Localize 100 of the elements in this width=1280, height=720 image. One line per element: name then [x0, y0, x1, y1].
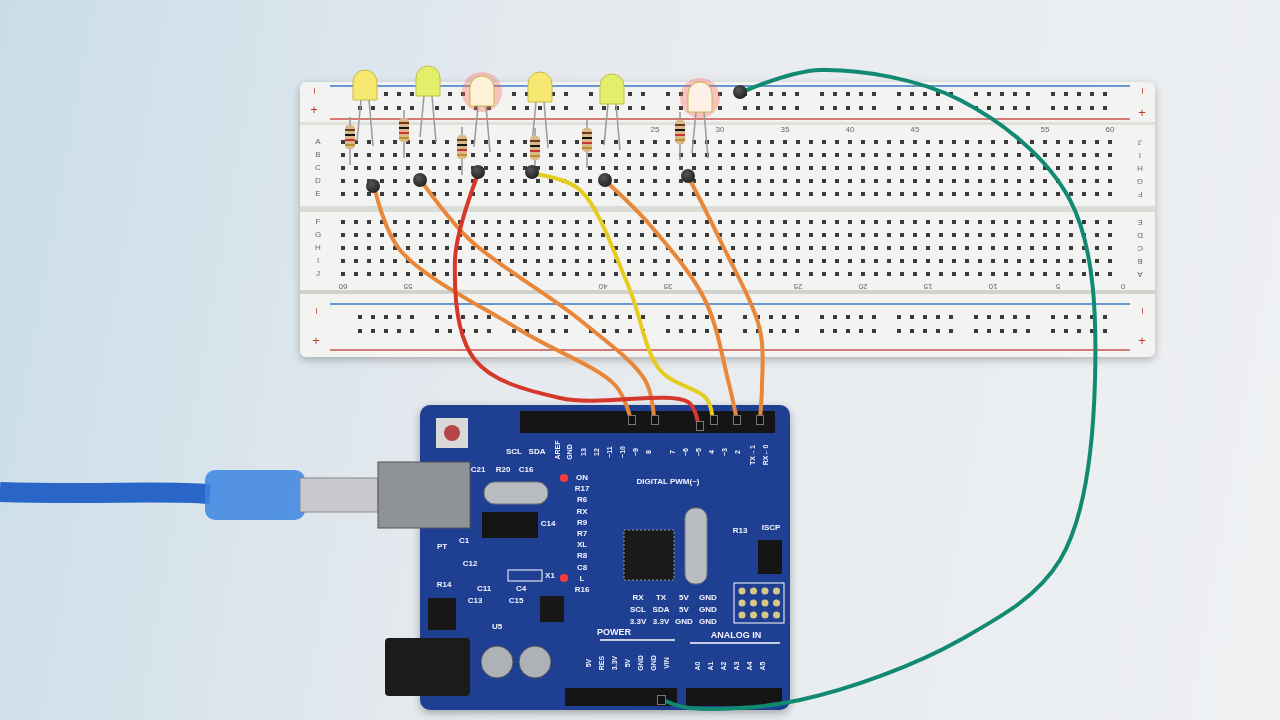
- breadboard-marking: I: [1138, 151, 1142, 159]
- breadboard-marking: 30: [715, 126, 725, 134]
- breadboard-marking: F: [315, 218, 321, 226]
- board-marking: ON: [576, 474, 588, 482]
- jumper-wire: [373, 190, 632, 417]
- header-pin: [628, 415, 636, 425]
- board-marking: SCL: [630, 606, 646, 614]
- board-marking: XL: [576, 541, 588, 550]
- board-marking: R6: [576, 496, 588, 505]
- breadboard-marking: 0: [1120, 282, 1126, 290]
- board-marking: TX: [655, 594, 667, 602]
- breadboard-marking: B: [1137, 257, 1143, 265]
- breadboard-marking: J: [316, 270, 320, 278]
- breadboard-marking: E: [1137, 218, 1143, 226]
- breadboard-marking: −: [1136, 87, 1148, 95]
- header-pin: [651, 415, 659, 425]
- breadboard-marking: C: [1137, 244, 1143, 252]
- board-marking: C14: [540, 520, 556, 528]
- breadboard-marking: 5: [1055, 282, 1061, 290]
- wire-plug: [525, 165, 539, 179]
- breadboard-marking: +: [312, 333, 320, 347]
- board-marking: GND: [675, 618, 693, 626]
- breadboard-marking: 35: [780, 126, 790, 134]
- board-marking: R13: [732, 527, 748, 535]
- board-marking: L: [579, 574, 585, 583]
- board-marking: X1: [545, 572, 555, 580]
- board-marking: R20: [495, 466, 511, 474]
- breadboard-marking: 45: [910, 126, 920, 134]
- breadboard-marking: 40: [598, 282, 608, 290]
- breadboard-marking: H: [315, 244, 321, 252]
- board-marking: GND: [699, 618, 717, 626]
- board-marking: C8: [576, 563, 588, 572]
- board-marking: C12: [462, 560, 478, 568]
- microcontroller-board: [420, 405, 790, 710]
- board-marking: PT: [436, 543, 448, 551]
- breadboard-marking: A: [1137, 270, 1143, 278]
- header-pin: [733, 415, 741, 425]
- breadboard-marking: −: [310, 307, 322, 315]
- breadboard-marking: 25: [793, 282, 803, 290]
- breadboard-marking: 35: [663, 282, 673, 290]
- breadboard-marking: 20: [858, 282, 868, 290]
- jumper-wire: [422, 183, 656, 417]
- breadboard-marking: B: [315, 151, 321, 159]
- jumper-wire: [607, 182, 738, 417]
- breadboard-marking: J: [1138, 138, 1142, 146]
- board-marking: SDA: [652, 606, 670, 614]
- board-marking: GND: [699, 594, 717, 602]
- breadboard-marking: D: [315, 177, 321, 185]
- breadboard-marking: +: [310, 102, 318, 116]
- board-marking: DIGITAL PWM(~): [636, 478, 700, 486]
- breadboard-marking: −: [1136, 307, 1148, 315]
- board-marking: GND: [699, 606, 717, 614]
- breadboard-marking: E: [315, 190, 321, 198]
- board-marking: 5V: [679, 594, 689, 602]
- board-marking: SDA: [528, 448, 546, 456]
- breadboard-marking: 15: [923, 282, 933, 290]
- header-pin: [696, 421, 704, 431]
- wire-plug: [681, 169, 695, 183]
- wire-plug: [598, 173, 612, 187]
- header-pin: [710, 415, 718, 425]
- board-marking: ISCP: [761, 524, 781, 532]
- jumper-wire: [452, 176, 700, 423]
- breadboard-marking: H: [1137, 164, 1143, 172]
- breadboard-marking: 25: [650, 126, 660, 134]
- breadboard-marking: 40: [845, 126, 855, 134]
- board-marking: C15: [508, 597, 524, 605]
- breadboard-marking: 55: [1040, 126, 1050, 134]
- breadboard: [300, 82, 1155, 357]
- board-marking: SCL: [506, 448, 522, 456]
- board-marking: R7: [576, 530, 588, 538]
- header-pin: [756, 415, 764, 425]
- breadboard-marking: 55: [403, 282, 413, 290]
- breadboard-marking: +: [1138, 105, 1146, 119]
- board-marking: C21: [470, 466, 486, 474]
- jumper-wire: [689, 180, 765, 417]
- wire-plug: [733, 85, 747, 99]
- breadboard-marking: −: [308, 87, 320, 95]
- board-marking: R8: [576, 552, 588, 561]
- board-marking: 5V: [679, 606, 689, 614]
- board-marking: R14: [436, 581, 452, 589]
- board-marking: R16: [574, 586, 590, 594]
- breadboard-marking: 60: [338, 282, 348, 290]
- breadboard-marking: D: [1137, 231, 1143, 239]
- breadboard-marking: C: [315, 164, 321, 172]
- board-marking: R9: [576, 518, 588, 527]
- jumper-wire: [536, 172, 715, 417]
- board-marking: C16: [518, 466, 534, 474]
- board-marking: C1: [458, 537, 470, 545]
- board-marking: C11: [476, 585, 492, 593]
- header-pin: [657, 695, 666, 705]
- board-marking: 3.3V: [652, 618, 670, 626]
- wire-plug: [413, 173, 427, 187]
- breadboard-marking: G: [314, 231, 322, 239]
- breadboard-marking: G: [1136, 177, 1144, 185]
- wire-plug: [366, 179, 380, 193]
- breadboard-marking: +: [1138, 333, 1146, 347]
- breadboard-marking: I: [316, 257, 320, 265]
- breadboard-marking: F: [1137, 190, 1143, 198]
- board-marking: POWER: [597, 627, 631, 637]
- breadboard-marking: 60: [1105, 126, 1115, 134]
